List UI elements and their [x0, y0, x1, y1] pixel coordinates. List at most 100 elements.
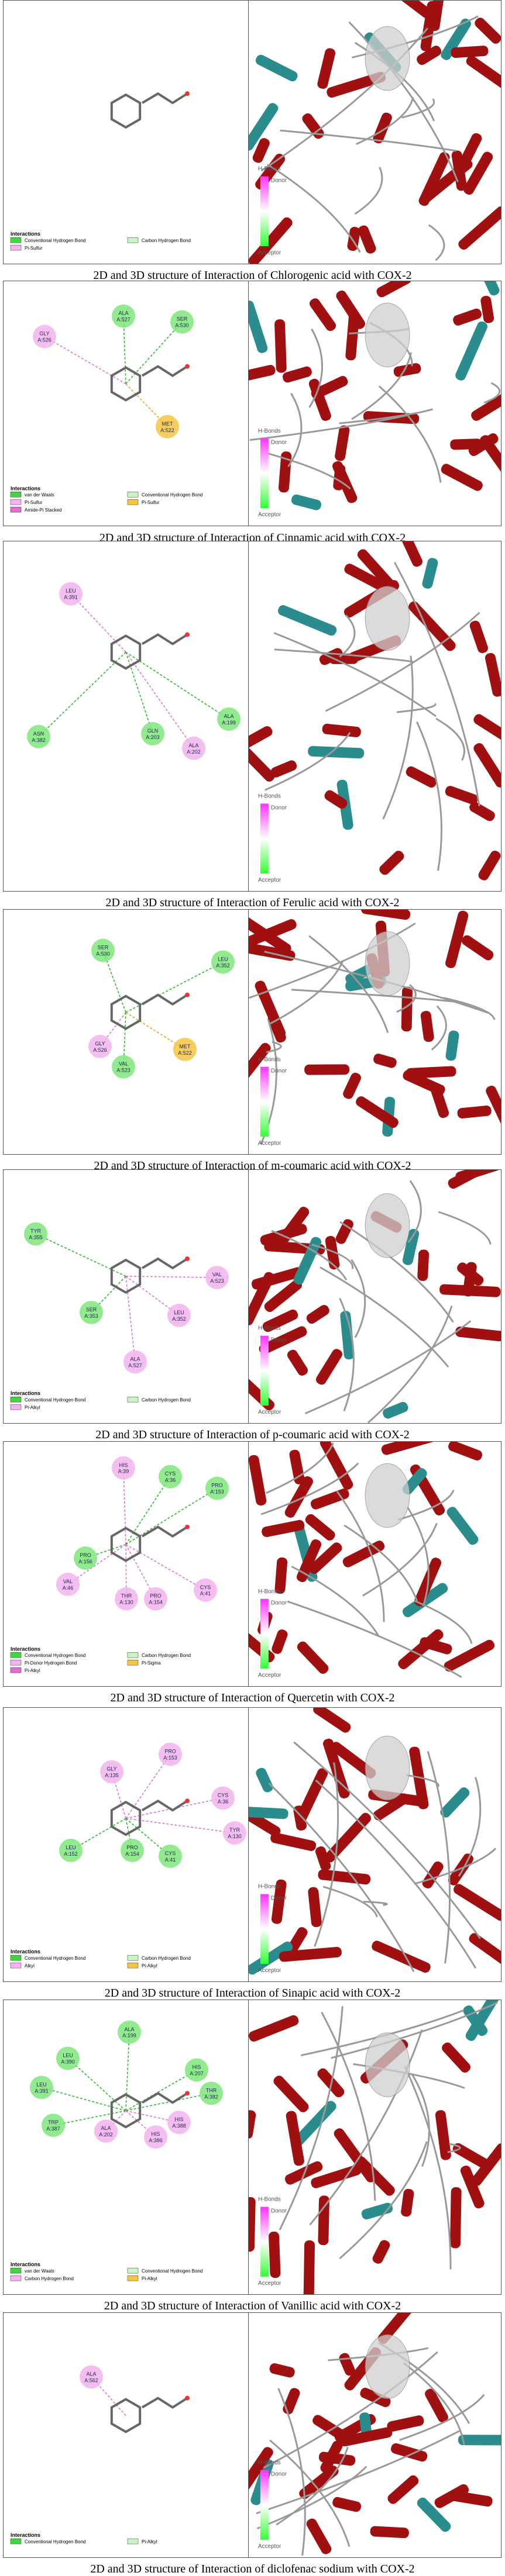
helix [318, 2195, 329, 2246]
residue-label: GLY [39, 331, 49, 337]
residue-label: PRO [80, 1552, 91, 1558]
helix [373, 1054, 397, 1068]
hbond-gradient [260, 1598, 269, 1669]
ligand-chain [141, 2092, 188, 2104]
residue-label: A:523 [116, 1068, 130, 1073]
coil [305, 1320, 472, 1415]
oxygen-atom [185, 992, 190, 997]
figure-caption: 2D and 3D structure of Interaction of p-… [95, 1428, 410, 1441]
helix [249, 103, 279, 151]
binding-pocket [365, 931, 410, 996]
legend-item: Pi-Sulfur [25, 246, 43, 251]
interaction-line [125, 1818, 133, 1851]
helix [475, 18, 501, 44]
residue-label: TYR [229, 1827, 240, 1833]
helix [286, 2111, 304, 2166]
helix [387, 2415, 424, 2432]
oxygen-atom [185, 632, 190, 637]
helix [279, 1946, 342, 1962]
helix [356, 2156, 395, 2196]
helix [249, 726, 273, 748]
coil [411, 2073, 430, 2167]
interaction-line [125, 1476, 171, 1545]
coil [263, 451, 351, 490]
helix [332, 461, 358, 503]
residue-label: A:391 [64, 595, 77, 600]
hbond-acceptor: Acceptor [258, 1140, 281, 1147]
residue-label: GLY [95, 1041, 105, 1047]
helix [299, 2465, 339, 2499]
legend-item: Conventional Hydrogen Bond [142, 492, 202, 498]
coil [427, 1750, 451, 1964]
helix [249, 2110, 256, 2139]
coil [339, 1221, 454, 1323]
residue-label: MET [162, 421, 173, 427]
legend-title: Interactions [11, 2532, 40, 2538]
helix [249, 365, 276, 381]
helix [458, 206, 501, 250]
helix [390, 1, 432, 19]
helix [264, 1279, 303, 1313]
residue-label: A:387 [46, 2126, 60, 2132]
coil [363, 1901, 388, 1906]
coil [268, 1782, 415, 1973]
hbond-donor: Donor [271, 2208, 287, 2215]
coil [447, 2143, 461, 2153]
residue-label: A:382 [204, 2094, 218, 2100]
helix [249, 1455, 267, 1506]
oxygen-atom [185, 1256, 190, 1261]
helix [249, 915, 291, 954]
helix [339, 2427, 393, 2447]
helix [302, 113, 324, 139]
helix [331, 1742, 376, 1779]
interaction-line [125, 2069, 197, 2111]
helix [262, 1520, 305, 1537]
coil [339, 2141, 428, 2260]
helix [320, 1442, 353, 1490]
helix [252, 138, 270, 163]
residue-label: A:207 [190, 2071, 203, 2077]
binding-pocket [365, 2334, 410, 2399]
hbond-acceptor: Acceptor [258, 250, 281, 256]
residue-label: A:203 [146, 734, 159, 740]
coil [414, 1600, 473, 1644]
helix [315, 1349, 342, 1385]
coil [267, 163, 361, 253]
binding-pocket [365, 2032, 410, 2097]
hbond-gradient [260, 2206, 269, 2277]
hbond-acceptor: Acceptor [258, 1672, 281, 1679]
helix [249, 1941, 293, 1975]
hbond-title: H-Bonds [258, 1056, 281, 1063]
helix [381, 1442, 443, 1455]
residue-label: A:386 [149, 2138, 162, 2143]
ligand-ring [110, 366, 142, 402]
helix [398, 1629, 444, 1669]
helix [308, 1887, 322, 1928]
coil [277, 2388, 306, 2556]
coil [431, 1005, 447, 1051]
legend-title: Interactions [11, 1646, 40, 1652]
coil [354, 167, 383, 215]
helix [269, 2363, 295, 2378]
legend-item: Conventional Hydrogen Bond [25, 1653, 85, 1658]
coil [291, 1566, 380, 1638]
helix [256, 1767, 273, 1793]
coil [351, 1259, 366, 1338]
interaction-line [125, 1754, 171, 1819]
hbond-title: H-Bonds [258, 2460, 281, 2466]
helix [306, 1304, 329, 1324]
coil [416, 721, 442, 871]
